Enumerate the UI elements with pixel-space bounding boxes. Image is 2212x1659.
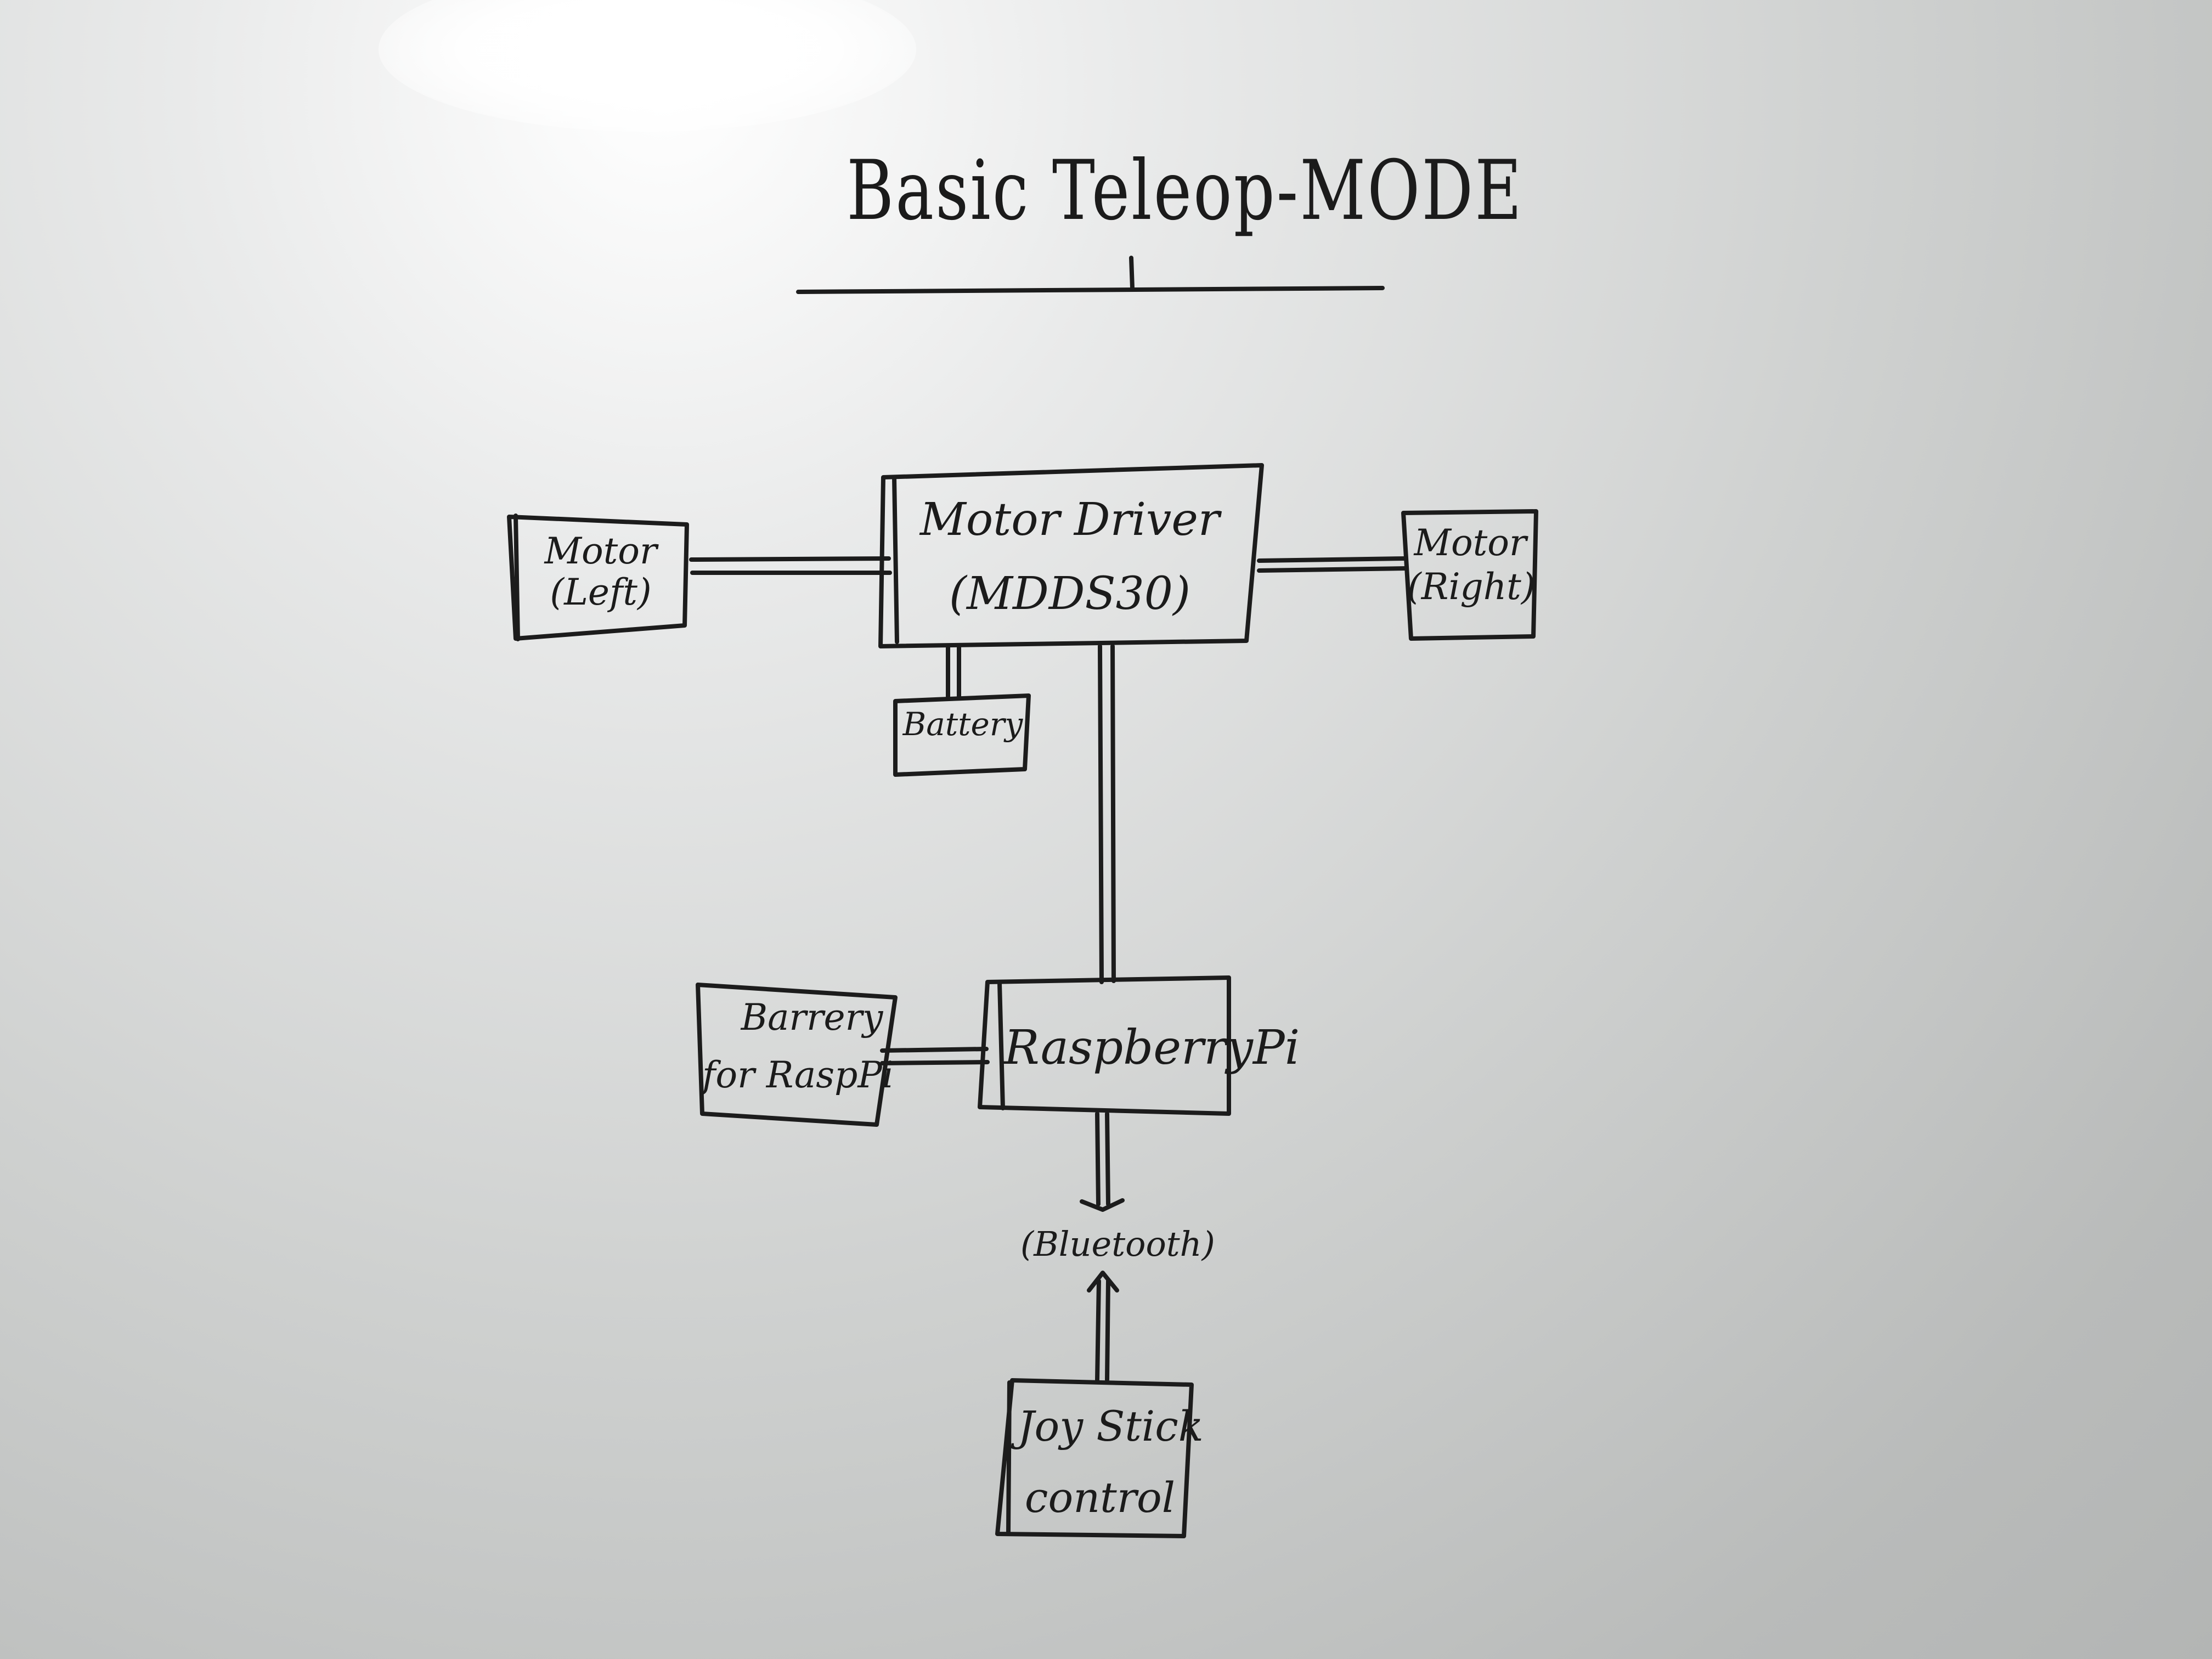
link-right-motor-b xyxy=(1257,566,1408,573)
battery-raspi-label: Barrery xyxy=(741,996,883,1039)
joystick-box xyxy=(995,1378,1194,1538)
raspberry-pi-label: RaspberryPi xyxy=(1004,1020,1300,1075)
link-pi-bluetooth-b xyxy=(1105,1111,1110,1206)
raspberry-pi-box-edge xyxy=(997,981,1005,1110)
joystick-control-label: control xyxy=(1024,1473,1176,1522)
arrow-head-bluetooth-top xyxy=(1080,1198,1125,1212)
battery-label: Battery xyxy=(902,706,1023,743)
motor-driver-box xyxy=(878,463,1264,648)
motor-left-side-label: (Left) xyxy=(550,571,652,613)
motor-driver-box-edge xyxy=(892,475,899,644)
joystick-label: Joy Stick xyxy=(1018,1402,1204,1451)
battery-raspi-box xyxy=(696,983,898,1127)
motor-right-label: Motor xyxy=(1414,522,1527,564)
link-right-motor-a xyxy=(1257,556,1407,563)
light-glare xyxy=(379,0,916,132)
motor-left-box-edge xyxy=(514,514,520,641)
battery-box xyxy=(893,693,1031,777)
title-underline-tick xyxy=(1129,256,1135,290)
motor-driver-model-label: (MDDS30) xyxy=(949,568,1190,620)
link-joystick-bluetooth-b xyxy=(1105,1279,1110,1382)
link-joystick-bluetooth-a xyxy=(1095,1279,1101,1382)
title-underline xyxy=(796,286,1385,294)
link-left-motor-a xyxy=(689,556,891,562)
arrow-head-joystick xyxy=(1087,1271,1119,1293)
motor-left-label: Motor xyxy=(544,530,657,572)
link-driver-pi-b xyxy=(1110,644,1116,983)
raspberry-pi-box xyxy=(978,975,1231,1116)
bluetooth-label: (Bluetooth) xyxy=(1020,1224,1215,1264)
motor-right-box xyxy=(1401,509,1538,641)
diagram-title: Basic Teleop-MODE xyxy=(847,143,1523,239)
link-pi-bluetooth-a xyxy=(1095,1111,1101,1206)
joystick-box-edge xyxy=(1006,1380,1012,1534)
motor-left-box xyxy=(507,515,689,641)
link-driver-pi-a xyxy=(1098,644,1104,984)
motor-driver-label: Motor Driver xyxy=(919,494,1220,546)
motor-right-side-label: (Right) xyxy=(1407,566,1536,608)
battery-raspi-purpose-label: for RaspPi xyxy=(702,1054,894,1096)
link-raspi-battery-a xyxy=(880,1047,989,1053)
link-raspi-battery-b xyxy=(880,1060,990,1065)
